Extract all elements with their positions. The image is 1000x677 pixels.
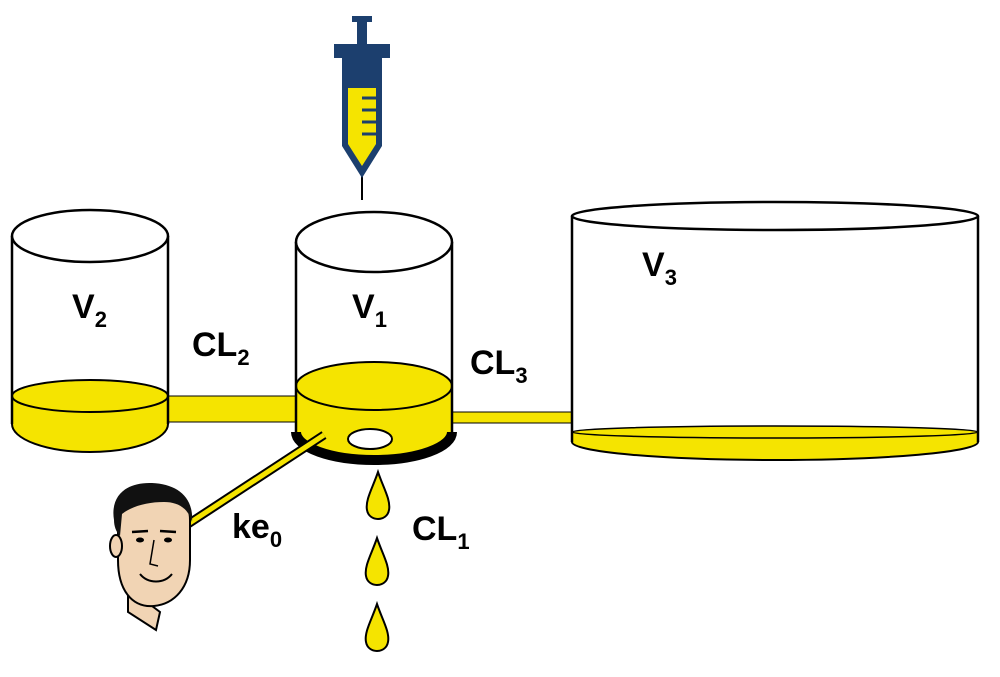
tube-cl3	[451, 411, 573, 424]
syringe-icon	[334, 16, 390, 200]
compartment-v1	[291, 210, 457, 465]
person-head-icon	[109, 482, 193, 632]
drop-icon	[364, 534, 390, 586]
drop-icon	[365, 468, 391, 520]
compartment-v3	[570, 200, 980, 461]
drop-icon	[364, 600, 390, 652]
elimination-outlet	[347, 428, 393, 450]
label-v3: V3	[642, 246, 677, 290]
label-cl1: CL1	[412, 510, 470, 554]
label-cl2: CL2	[192, 326, 250, 370]
compartment-v2	[10, 208, 170, 453]
label-v1: V1	[352, 288, 387, 332]
label-v2: V2	[72, 288, 107, 332]
label-ke0: ke0	[232, 508, 282, 552]
label-cl3: CL3	[470, 344, 528, 388]
tube-cl2	[167, 395, 301, 423]
